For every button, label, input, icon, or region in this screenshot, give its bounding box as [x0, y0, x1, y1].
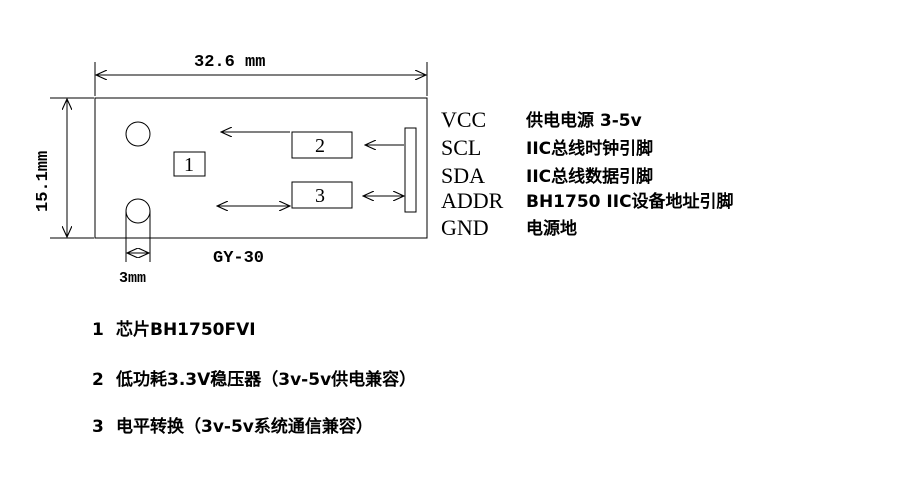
pin-name: VCC — [441, 107, 486, 132]
height-dimension: 15.1mm — [34, 97, 94, 239]
pin-desc: 供电电源 3-5v — [525, 110, 642, 131]
component-legend: 1 芯片BH1750FVI 2 低功耗3.3V稳压器（3v-5v供电兼容） 3 … — [92, 319, 416, 437]
pin-desc: IIC总线数据引脚 — [526, 166, 653, 187]
pin-name: SCL — [441, 135, 481, 160]
board-outline — [94, 97, 428, 239]
regulator-box: 2 — [291, 131, 353, 159]
pin-labels: VCC 供电电源 3-5v SCL IIC总线时钟引脚 SDA IIC总线数据引… — [441, 107, 734, 240]
chip-box: 1 — [173, 151, 206, 177]
hole-label: 3mm — [119, 270, 146, 287]
pin-header — [404, 127, 417, 213]
hole-dimension: 3mm — [119, 211, 151, 287]
pin-name: GND — [441, 215, 489, 240]
mounting-hole-top — [125, 121, 151, 147]
legend-text: 电平转换（3v-5v系统通信兼容） — [116, 416, 373, 437]
pin-name: ADDR — [441, 188, 504, 213]
legend-num: 1 — [92, 320, 104, 340]
height-label: 15.1mm — [34, 151, 53, 212]
width-dimension: 32.6 mm — [94, 53, 428, 96]
mounting-hole-bottom — [125, 198, 151, 224]
board-name: GY-30 — [213, 249, 264, 268]
pin-name: SDA — [441, 163, 485, 188]
regulator-number: 2 — [315, 135, 325, 157]
width-label: 32.6 mm — [194, 53, 265, 72]
legend-text: 低功耗3.3V稳压器（3v-5v供电兼容） — [115, 369, 416, 390]
legend-num: 2 — [92, 370, 104, 390]
level-shift-box: 3 — [291, 181, 353, 209]
signal-arrows — [217, 132, 404, 206]
pin-desc: BH1750 IIC设备地址引脚 — [526, 191, 734, 212]
pin-desc: 电源地 — [526, 218, 577, 239]
level-shift-number: 3 — [315, 185, 325, 207]
pin-desc: IIC总线时钟引脚 — [526, 138, 653, 159]
legend-text: 芯片BH1750FVI — [116, 319, 256, 340]
legend-num: 3 — [92, 417, 104, 437]
chip-number: 1 — [184, 154, 194, 176]
